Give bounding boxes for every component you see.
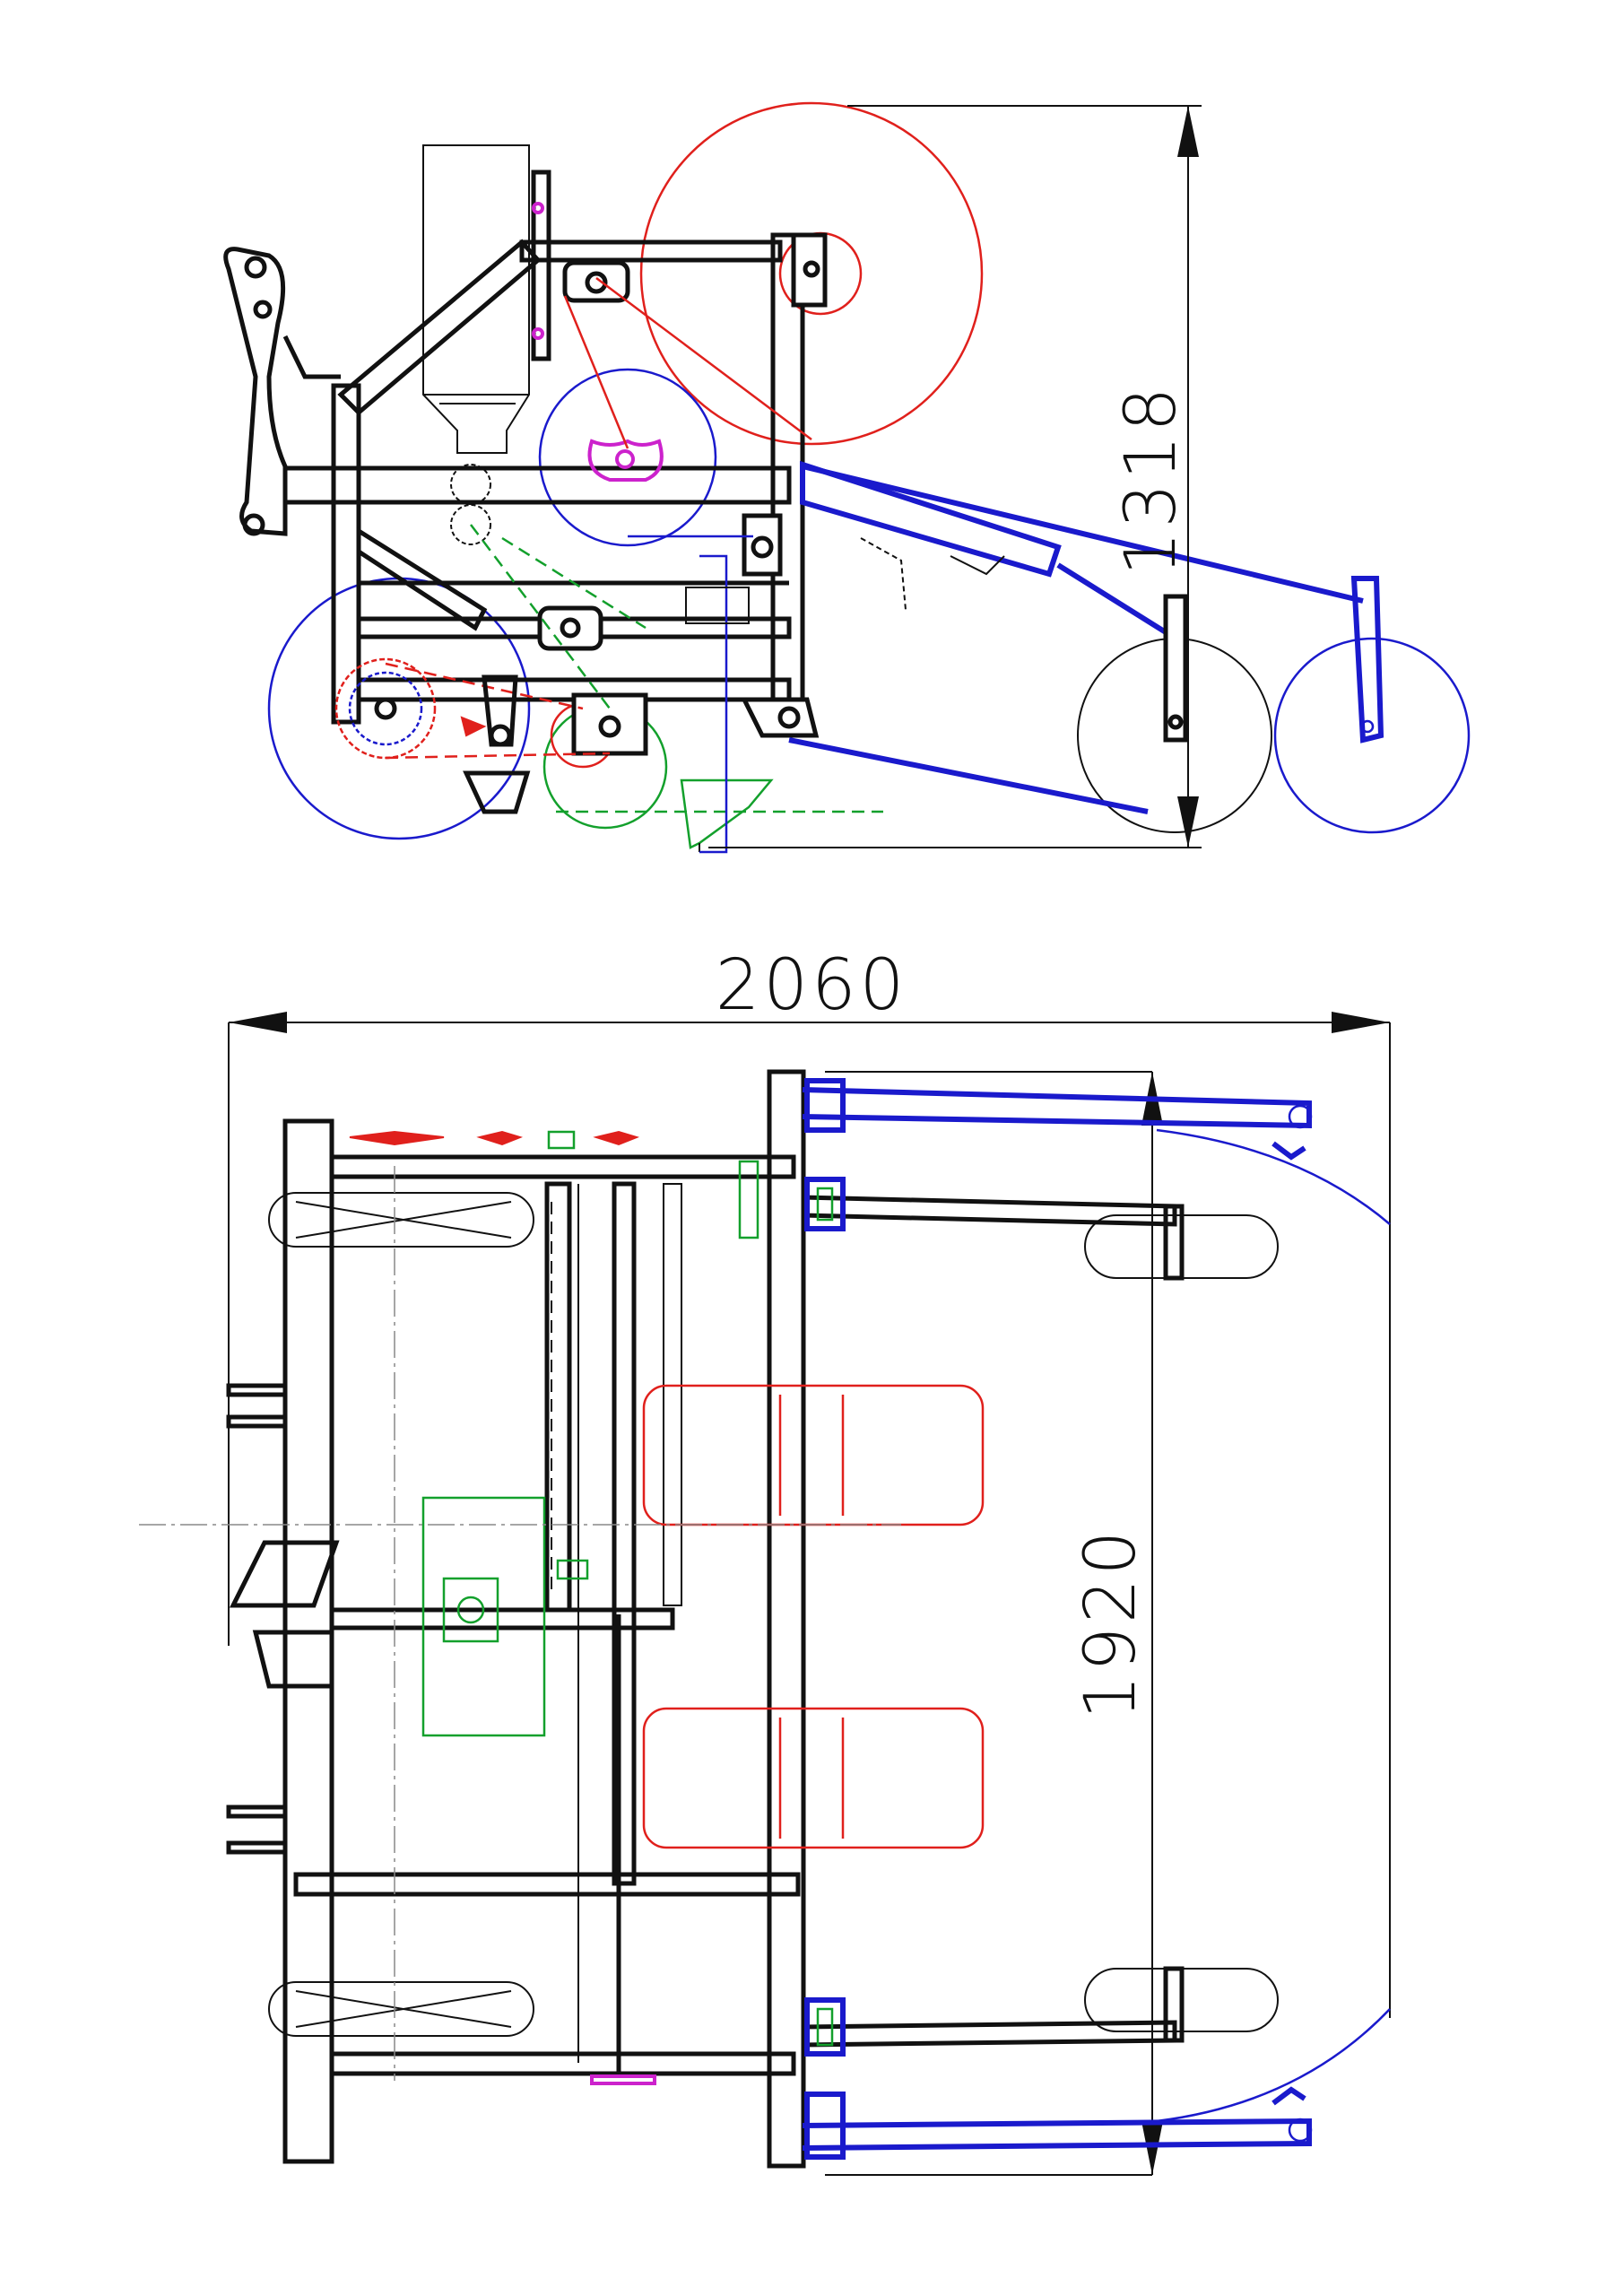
side-bearing-bottom-right	[740, 697, 820, 738]
top-red-plate-upper	[642, 1384, 985, 1526]
top-red-components	[349, 1130, 640, 1146]
dimension-2060: 2060	[228, 945, 1391, 2018]
side-rear-arm	[628, 460, 1384, 814]
side-blue-wheel-right	[1273, 637, 1471, 834]
side-main-frame	[519, 239, 783, 263]
top-oval-discs-left	[268, 1192, 534, 2037]
side-sprocket-red	[334, 657, 437, 760]
side-blue-circle-center	[538, 368, 717, 547]
side-sprocket-upper	[450, 464, 491, 545]
dimension-label-height-top: 1920	[1071, 1527, 1151, 1720]
side-share-left	[463, 770, 531, 814]
top-right-beam	[767, 1069, 806, 2169]
side-view: 1318	[223, 101, 1471, 854]
side-post	[1163, 594, 1188, 743]
side-bearing-magenta	[587, 439, 664, 482]
top-hitch-pins	[226, 1383, 340, 1855]
top-oval-wheels-right	[1084, 1204, 1279, 2043]
side-large-red-wheel	[639, 101, 984, 446]
side-bearing-top-right	[791, 232, 828, 308]
dimension-label-width: 2060	[716, 945, 908, 1026]
dimension-1920: 1920	[825, 1071, 1163, 2176]
dimension-1318: 1318	[708, 105, 1202, 848]
side-bearing-right	[742, 513, 783, 577]
side-bearing-mid	[537, 605, 603, 651]
top-magenta-part	[590, 2074, 656, 2085]
top-green-gearbox	[421, 1496, 546, 1737]
side-hopper	[422, 144, 530, 454]
top-red-plate-lower	[642, 1707, 985, 1849]
side-bearing-lower	[571, 692, 648, 756]
side-hitch-bracket	[223, 247, 288, 536]
side-chain	[860, 537, 1005, 611]
dimension-label-height-side: 1318	[1111, 384, 1192, 577]
top-left-beam	[282, 1118, 334, 2164]
side-share-green	[680, 778, 774, 849]
top-rear-arms	[802, 1078, 1391, 2160]
top-view: 2060 1920	[139, 945, 1391, 2176]
